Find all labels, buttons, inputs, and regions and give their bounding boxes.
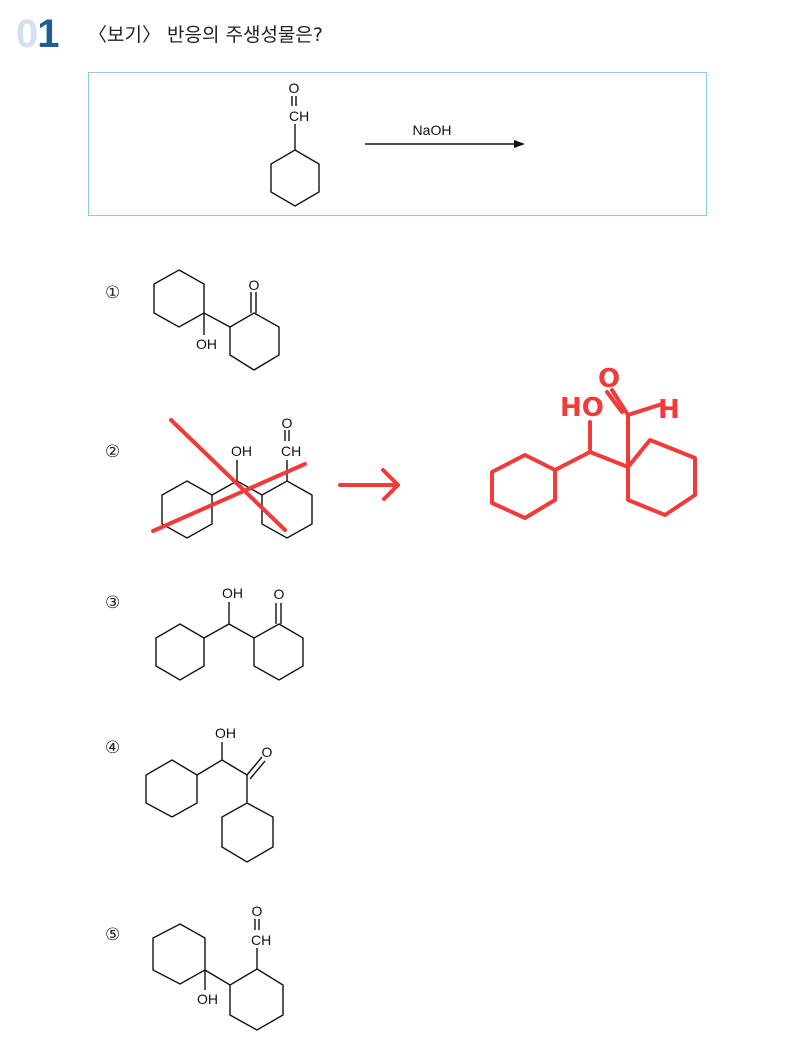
handwritten-annotation: HO O H [151, 364, 697, 533]
question-number: 01 [16, 12, 60, 57]
hydroxyl-label: OH [197, 991, 218, 1007]
option-marker: ② [105, 442, 120, 462]
aldehyde-ch-label: CH [251, 932, 271, 948]
red-arrow-icon [338, 468, 400, 501]
handwritten-ho-label: HO [560, 393, 604, 423]
aldehyde-oxygen-label: O [252, 903, 263, 919]
reactant-cyclohexanecarbaldehyde: O CH [270, 80, 320, 207]
option-1[interactable]: ① OH O [105, 269, 280, 371]
option-5[interactable]: ⑤ OH O CH [105, 903, 284, 1031]
question-text: 〈보기〉 반응의 주생성물은? [88, 24, 323, 46]
aldehyde-ch-label: CH [281, 443, 301, 459]
option-2[interactable]: ② OH O CH [105, 415, 313, 539]
handwritten-o-label: O [598, 364, 620, 394]
carbonyl-oxygen-label: O [262, 744, 273, 760]
reaction-box [88, 72, 707, 216]
reaction-arrow: NaOH [365, 122, 525, 148]
arrow-head-icon [514, 140, 525, 148]
option-marker: ⑤ [105, 925, 120, 945]
carbonyl-oxygen-label: O [274, 586, 285, 602]
aldehyde-oxygen-label: O [282, 415, 293, 431]
reagent-label: NaOH [413, 122, 452, 138]
hydroxyl-label: OH [222, 585, 243, 601]
hydroxyl-label: OH [215, 725, 236, 741]
handwritten-product-structure: HO O H [490, 364, 697, 520]
hydroxyl-label: OH [231, 443, 252, 459]
reactant-ch-label: CH [289, 108, 309, 124]
reactant-oxygen-label: O [289, 80, 300, 96]
option-3[interactable]: ③ OH O [105, 585, 304, 681]
question-number-digit-1: 1 [37, 12, 59, 56]
cross-out-stroke [151, 462, 307, 533]
option-marker: ① [105, 283, 120, 303]
cross-out-stroke [169, 418, 287, 532]
option-marker: ④ [105, 738, 120, 758]
hydroxyl-label: OH [196, 336, 217, 352]
question-number-digit-0: 0 [16, 12, 38, 56]
option-marker: ③ [105, 593, 120, 613]
handwritten-h-label: H [658, 395, 680, 425]
carbonyl-oxygen-label: O [249, 277, 260, 293]
option-4[interactable]: ④ OH O [105, 725, 274, 863]
